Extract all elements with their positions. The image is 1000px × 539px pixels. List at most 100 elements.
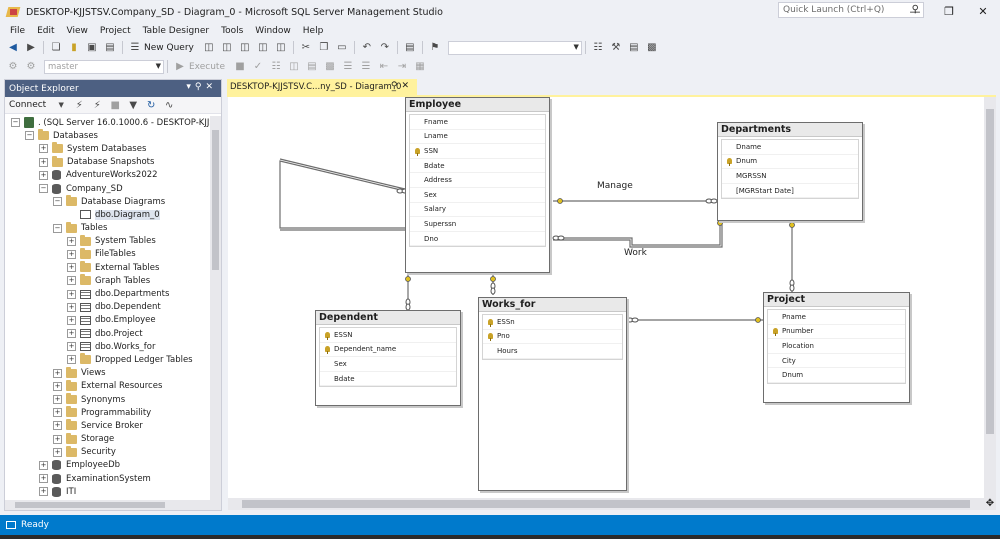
column-row[interactable]: [MGRStart Date] (722, 184, 858, 199)
outdent-icon[interactable]: ⇤ (379, 61, 389, 72)
expand-icon[interactable]: + (67, 236, 76, 246)
toolbox-icon[interactable]: ▤ (629, 42, 639, 53)
menu-table-designer[interactable]: Table Designer (142, 25, 210, 36)
connect-button[interactable]: Connect (9, 100, 47, 110)
tree-node[interactable]: +Synonyms (5, 393, 211, 406)
collapse-icon[interactable]: − (53, 197, 62, 207)
forward-icon[interactable]: ▶ (27, 42, 35, 53)
tree-node[interactable]: +FileTables (5, 247, 211, 261)
cut-icon[interactable]: ✂ (301, 42, 311, 53)
indent-icon[interactable]: ⇥ (397, 61, 407, 72)
tree-node[interactable]: +Database Snapshots (5, 155, 211, 169)
column-row[interactable]: Lname (410, 130, 545, 145)
stop-icon[interactable]: ■ (110, 99, 120, 111)
tree-node[interactable]: +EmployeeDb (5, 459, 211, 472)
intellisense-icon[interactable]: ▤ (307, 61, 317, 72)
expand-icon[interactable]: + (39, 487, 48, 497)
diagram-vertical-scrollbar[interactable] (984, 97, 996, 498)
quick-launch-input[interactable]: Quick Launch (Ctrl+Q) ⚲ (778, 2, 924, 18)
undo-icon[interactable]: ↶ (362, 42, 372, 53)
tree-node[interactable]: +System Tables (5, 234, 211, 248)
tree-node[interactable]: +External Resources (5, 379, 211, 393)
collapse-icon[interactable]: − (39, 184, 48, 194)
close-window-button[interactable]: ✕ (978, 4, 988, 18)
pin-icon[interactable]: ⚲ (194, 82, 206, 92)
column-row[interactable]: Salary (410, 203, 545, 218)
search-icon[interactable]: ⚲ (911, 4, 919, 15)
expand-icon[interactable]: + (67, 315, 76, 325)
tools-icon[interactable]: ⚒ (611, 42, 621, 53)
expand-icon[interactable]: + (53, 421, 62, 431)
xmla-query-icon[interactable]: ◫ (258, 42, 268, 53)
execute-icon[interactable]: ▶ (176, 61, 184, 72)
parse-icon[interactable]: ✓ (253, 61, 263, 72)
column-row[interactable]: Fname (410, 115, 545, 130)
connect-plug-icon[interactable]: ⚡ (75, 99, 83, 111)
menu-help[interactable]: Help (302, 25, 324, 36)
connect-query-icon[interactable]: ⚙ (8, 61, 18, 72)
query-designer-icon[interactable]: ◫ (289, 61, 299, 72)
expand-icon[interactable]: + (67, 249, 76, 259)
tree-node[interactable]: +dbo.Works_for (5, 340, 211, 353)
find-combo[interactable]: ▼ (447, 40, 582, 55)
column-row[interactable]: SSN (410, 144, 545, 159)
expand-icon[interactable]: + (67, 329, 76, 339)
tree-node[interactable]: +dbo.Project (5, 327, 211, 340)
column-row[interactable]: ESSN (320, 328, 456, 343)
copy-icon[interactable]: ❐ (319, 42, 329, 53)
change-connection-icon[interactable]: ⚙ (26, 61, 36, 72)
column-row[interactable]: Bdate (410, 159, 545, 174)
menu-edit[interactable]: Edit (37, 25, 55, 36)
panel-menu-icon[interactable]: ▾ (186, 82, 195, 92)
tree-node[interactable]: +Graph Tables (5, 274, 211, 287)
close-panel-icon[interactable]: ✕ (205, 82, 217, 92)
back-icon[interactable]: ◀ (9, 42, 17, 53)
column-row[interactable]: Pname (768, 310, 905, 325)
new-query-icon[interactable]: ☰ (130, 42, 140, 53)
tree-node[interactable]: +AdventureWorks2022 (5, 169, 211, 182)
tree-node[interactable]: −Database Diagrams (5, 195, 211, 208)
db-engine-query-icon[interactable]: ◫ (204, 42, 214, 53)
tree-node[interactable]: +dbo.Employee (5, 314, 211, 327)
tree-node[interactable]: −Company_SD (5, 182, 211, 195)
find-icon[interactable]: ⚑ (430, 42, 440, 53)
expand-icon[interactable]: + (39, 144, 48, 154)
mdx-query-icon[interactable]: ◫ (222, 42, 232, 53)
paste-icon[interactable]: ▭ (337, 42, 347, 53)
disconnect-icon[interactable]: ⚡ (93, 99, 101, 111)
tree-node[interactable]: +Security (5, 445, 211, 459)
dmx-query-icon[interactable]: ◫ (240, 42, 250, 53)
expand-icon[interactable]: + (53, 395, 62, 405)
tree-node[interactable]: +ITI (5, 485, 211, 498)
redo-icon[interactable]: ↷ (380, 42, 390, 53)
tree-node[interactable]: +dbo.Dependent (5, 301, 211, 314)
tree-node[interactable]: +Service Broker (5, 419, 211, 432)
scrollbar-thumb[interactable] (986, 109, 994, 434)
tree-node[interactable]: +Storage (5, 432, 211, 446)
expand-icon[interactable]: + (39, 157, 48, 167)
column-row[interactable]: Sex (320, 357, 456, 372)
window-layout-icon[interactable]: ▩ (647, 42, 657, 53)
object-explorer-vertical-scrollbar[interactable] (210, 116, 221, 500)
column-row[interactable]: Bdate (320, 372, 456, 387)
column-row[interactable]: Pnumber (768, 325, 905, 340)
new-query-button[interactable]: New Query (144, 42, 194, 53)
results-to-icon[interactable]: ▩ (325, 61, 335, 72)
scrollbar-thumb[interactable] (212, 130, 219, 270)
pan-icon[interactable]: ✥ (984, 498, 996, 510)
tree-node[interactable]: −Databases (5, 129, 211, 142)
expand-icon[interactable]: + (67, 342, 76, 352)
available-databases-combo[interactable]: master ▼ (44, 59, 164, 74)
activity-monitor-icon[interactable]: ▤ (405, 42, 415, 53)
object-explorer-horizontal-scrollbar[interactable] (5, 500, 221, 510)
tree-node[interactable]: +dbo.Departments (5, 287, 211, 300)
expand-icon[interactable]: + (67, 276, 76, 286)
expand-icon[interactable]: + (67, 289, 76, 299)
column-row[interactable]: Dnum (768, 368, 905, 383)
column-row[interactable]: Sex (410, 188, 545, 203)
column-row[interactable]: Address (410, 173, 545, 188)
